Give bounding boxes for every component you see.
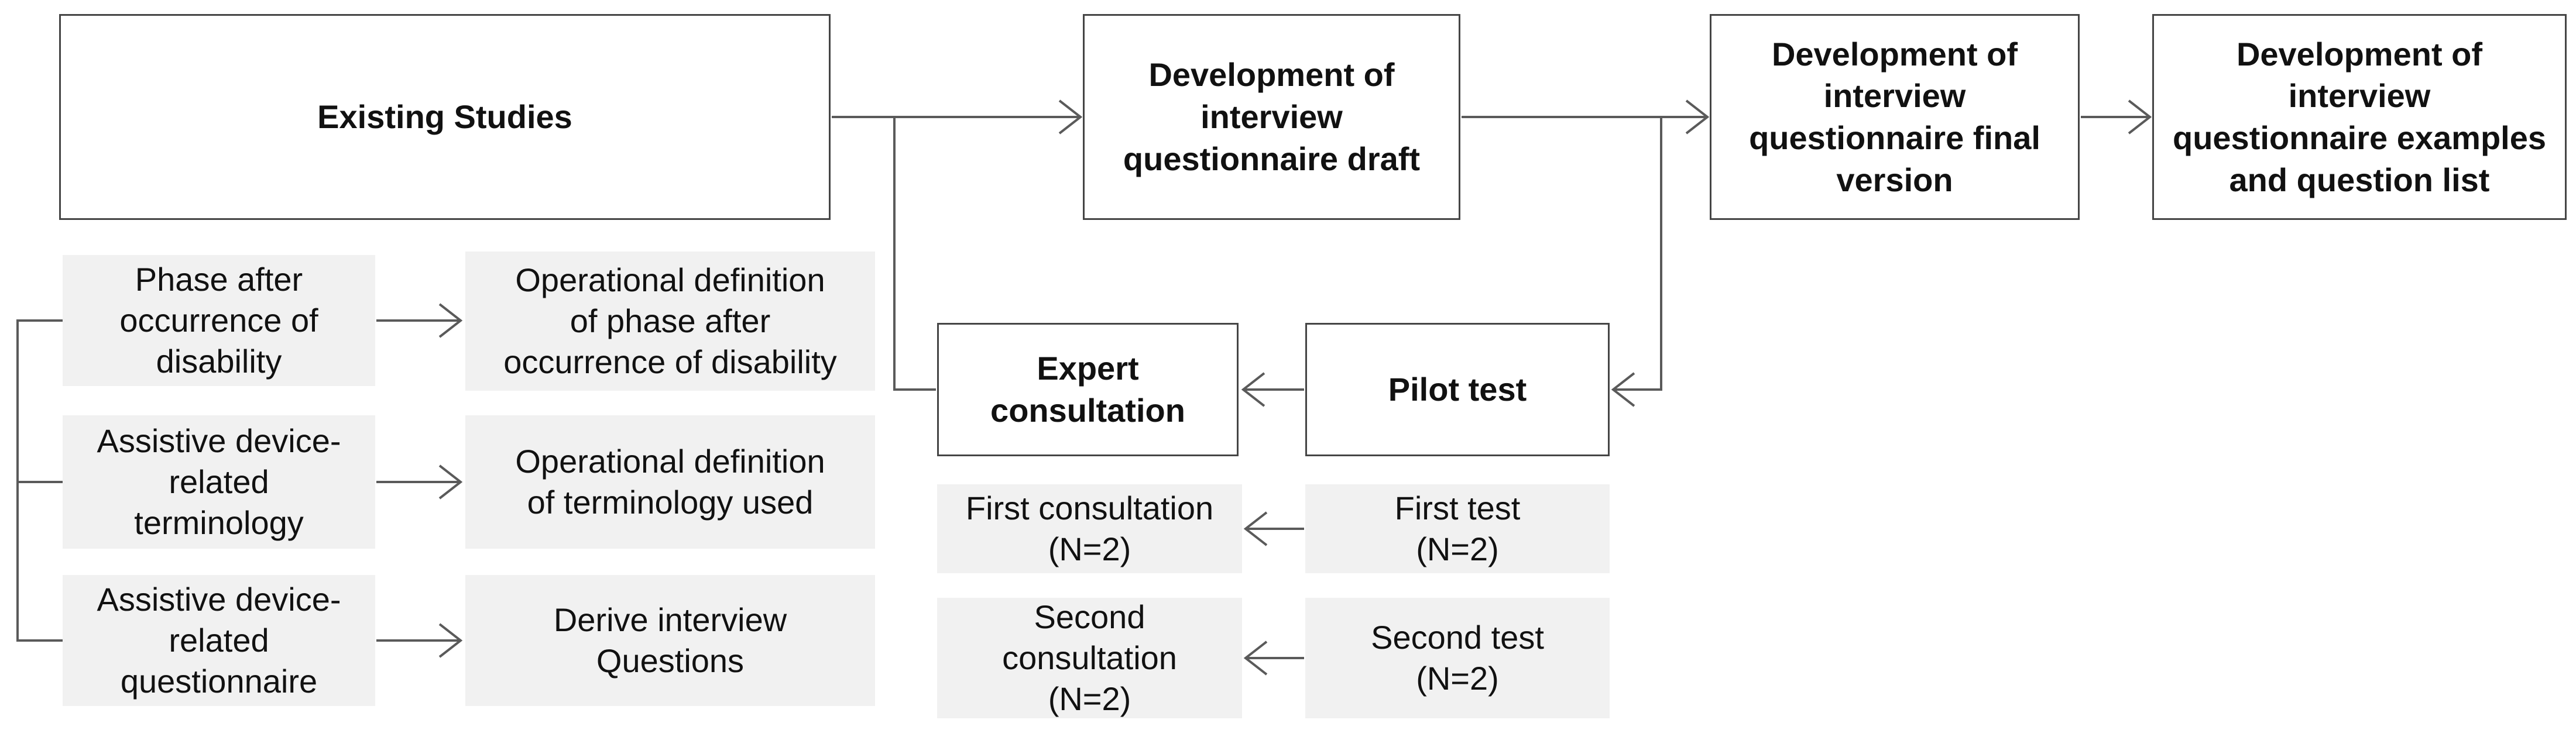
node-questionnaire-final-version: Development of interview questionnaire f…	[1710, 14, 2080, 220]
arrowhead-right-into-terminology-definition-icon	[438, 464, 463, 500]
node-expert-consultation-label: Expert consultation	[990, 350, 1185, 429]
arrowhead-left-into-expert-icon	[1241, 372, 1265, 407]
node-pilot-test-label: Pilot test	[1388, 371, 1527, 408]
node-second-test-label: Second test (N=2)	[1371, 619, 1544, 697]
node-questionnaire-final-version-label: Development of interview questionnaire f…	[1749, 35, 2040, 198]
node-expert-consultation: Expert consultation	[937, 323, 1239, 456]
node-second-consultation-label: Second consultation (N=2)	[1002, 598, 1177, 717]
connector-left-bracket	[16, 319, 63, 642]
node-operational-definition-terminology: Operational definition of terminology us…	[465, 415, 875, 549]
arrowhead-left-into-first-consultation-icon	[1243, 511, 1268, 546]
node-first-test: First test (N=2)	[1305, 484, 1610, 573]
connector-expert-feedback-to-draft	[893, 117, 936, 391]
node-derive-interview-questions-label: Derive interview Questions	[553, 601, 787, 679]
node-operational-definition-terminology-label: Operational definition of terminology us…	[515, 443, 825, 521]
node-questionnaire-draft: Development of interview questionnaire d…	[1083, 14, 1460, 220]
node-questionnaire-examples-label: Development of interview questionnaire e…	[2172, 35, 2546, 198]
arrowhead-right-into-draft-icon	[1058, 99, 1083, 135]
node-questionnaire-draft-label: Development of interview questionnaire d…	[1123, 56, 1421, 177]
node-existing-studies-label: Existing Studies	[317, 98, 572, 136]
arrowhead-right-into-examples-icon	[2128, 99, 2152, 135]
arrowhead-right-into-final-icon	[1685, 99, 1710, 135]
node-second-consultation: Second consultation (N=2)	[937, 598, 1242, 718]
node-assistive-questionnaire-label: Assistive device- related questionnaire	[97, 581, 341, 700]
arrowhead-right-into-phase-definition-icon	[438, 303, 463, 338]
node-operational-definition-phase: Operational definition of phase after oc…	[465, 252, 875, 391]
node-assistive-terminology-label: Assistive device- related terminology	[97, 422, 341, 541]
node-assistive-questionnaire: Assistive device- related questionnaire	[63, 575, 375, 706]
node-assistive-terminology: Assistive device- related terminology	[63, 415, 375, 549]
connector-branch-down-to-pilot	[1614, 117, 1662, 391]
node-derive-interview-questions: Derive interview Questions	[465, 575, 875, 706]
node-questionnaire-examples: Development of interview questionnaire e…	[2152, 14, 2567, 220]
node-second-test: Second test (N=2)	[1305, 598, 1610, 718]
node-phase-after-occurrence: Phase after occurrence of disability	[63, 255, 375, 386]
node-existing-studies: Existing Studies	[59, 14, 831, 220]
node-pilot-test: Pilot test	[1305, 323, 1610, 456]
node-phase-after-occurrence-label: Phase after occurrence of disability	[119, 261, 318, 380]
node-operational-definition-phase-label: Operational definition of phase after oc…	[503, 261, 837, 380]
node-first-test-label: First test (N=2)	[1394, 490, 1521, 567]
arrowhead-left-into-second-consultation-icon	[1243, 641, 1268, 676]
arrowhead-right-into-derive-questions-icon	[438, 623, 463, 658]
node-first-consultation-label: First consultation (N=2)	[965, 490, 1214, 567]
arrowhead-left-into-pilot-icon	[1611, 372, 1635, 407]
node-first-consultation: First consultation (N=2)	[937, 484, 1242, 573]
